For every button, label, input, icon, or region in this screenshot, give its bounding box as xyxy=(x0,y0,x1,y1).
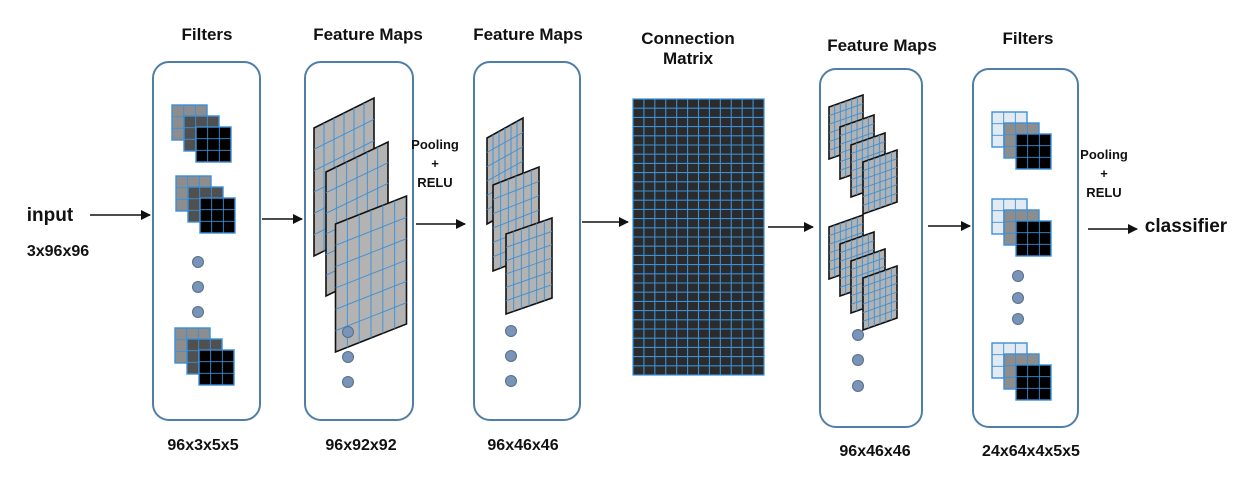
filters-dims-2: 24x64x4x5x5 xyxy=(982,443,1080,460)
filter-stack-6 xyxy=(991,342,1052,401)
feature-maps-dims-1: 96x92x92 xyxy=(325,437,397,454)
op2-pooling: Pooling xyxy=(1080,147,1128,162)
filter-stack-2 xyxy=(175,175,236,234)
filter-stack-5 xyxy=(991,198,1052,257)
ellipsis-dot xyxy=(1012,292,1024,304)
feature-map xyxy=(505,216,553,316)
pooling-relu-label-2: Pooling + RELU xyxy=(1080,145,1128,202)
feature-maps-header-1: Feature Maps xyxy=(313,25,423,44)
op2-relu: RELU xyxy=(1086,185,1122,200)
feature-maps-dims-3: 96x46x46 xyxy=(839,443,911,460)
ellipsis-dot xyxy=(505,325,517,337)
ellipsis-dot xyxy=(1012,270,1024,282)
filters-header: Filters xyxy=(181,25,233,44)
feature-map xyxy=(334,194,408,354)
filters-dims: 96x3x5x5 xyxy=(167,437,239,454)
op1-relu: RELU xyxy=(417,175,453,190)
ellipsis-dot xyxy=(342,376,354,388)
ellipsis-dot xyxy=(342,351,354,363)
ellipsis-dot xyxy=(852,354,864,366)
ellipsis-dot xyxy=(192,256,204,268)
input-label: input xyxy=(26,205,74,226)
filters-header-2: Filters xyxy=(1002,29,1054,48)
connection-matrix-header: Connection Matrix xyxy=(641,29,735,68)
ellipsis-dot xyxy=(505,350,517,362)
classifier-label: classifier xyxy=(1144,216,1228,237)
op1-plus: + xyxy=(431,156,439,171)
feature-maps-header-2: Feature Maps xyxy=(473,25,583,44)
feature-map xyxy=(862,264,898,332)
ellipsis-dot xyxy=(342,326,354,338)
ellipsis-dot xyxy=(1012,313,1024,325)
ellipsis-dot xyxy=(852,329,864,341)
ellipsis-dot xyxy=(505,375,517,387)
op2-plus: + xyxy=(1100,166,1108,181)
ellipsis-dot xyxy=(852,380,864,392)
op1-pooling: Pooling xyxy=(411,137,459,152)
connection-matrix xyxy=(632,98,765,376)
filter-stack-1 xyxy=(171,104,232,163)
filter-stack-3 xyxy=(174,327,235,386)
filter-stack-4 xyxy=(991,111,1052,170)
ellipsis-dot xyxy=(192,281,204,293)
pooling-relu-label-1: Pooling + RELU xyxy=(411,135,459,192)
input-dims: 3x96x96 xyxy=(26,243,90,260)
ellipsis-dot xyxy=(192,306,204,318)
feature-maps-header-3: Feature Maps xyxy=(827,36,937,55)
feature-maps-dims-2: 96x46x46 xyxy=(487,437,559,454)
feature-map xyxy=(862,148,898,216)
